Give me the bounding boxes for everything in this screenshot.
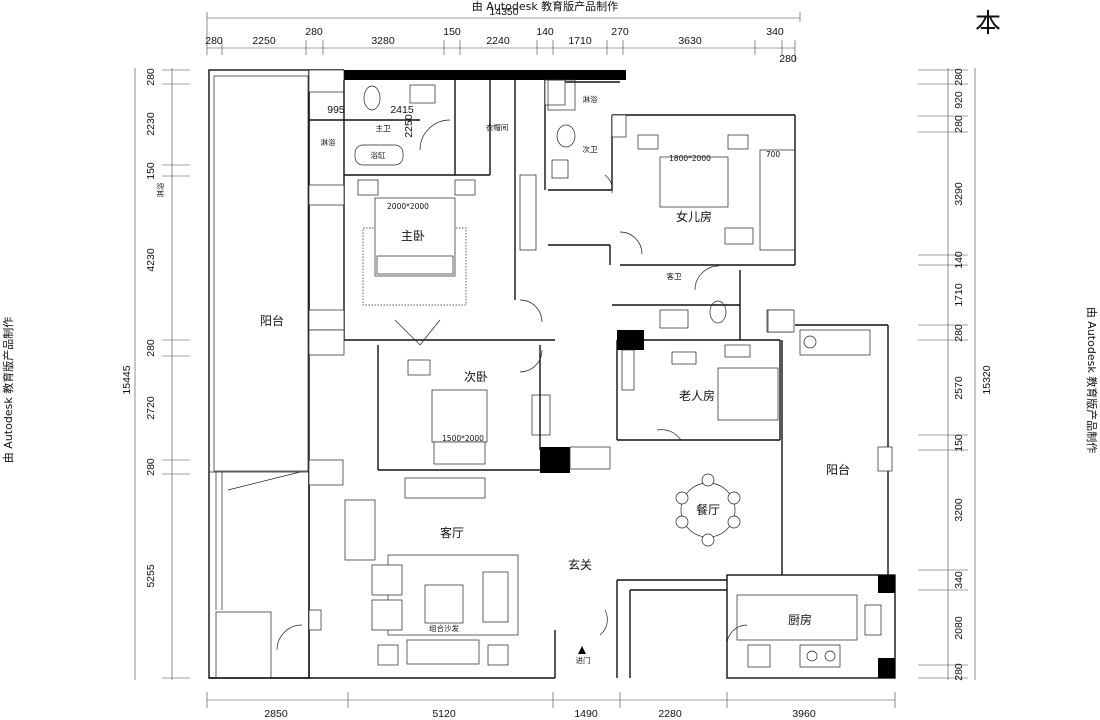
bottom-dimension-chain: 2850 5120 1490 2280 3960: [206, 692, 896, 720]
walls: [208, 69, 896, 679]
dim-top-11: 340: [766, 26, 784, 38]
dim-left-2: 2230: [145, 112, 157, 136]
label-master-bed-size: 2000*2000: [387, 202, 429, 211]
dim-inner-2250: 2250: [403, 114, 415, 138]
label-master-bed: 主卧: [401, 229, 425, 243]
dim-top-4: 3280: [371, 35, 395, 47]
label-second-bath: 次卫: [583, 144, 598, 154]
dim-bottom-3: 1490: [574, 708, 598, 720]
dim-bottom-4: 2280: [658, 708, 682, 720]
label-daughter-room: 女儿房: [676, 209, 712, 224]
top-dimension-chain: 14350 280 2250 280 3280 150 2240 140 171…: [205, 6, 801, 65]
dim-right-1: 280: [953, 68, 965, 86]
dim-bottom-2: 5120: [432, 708, 456, 720]
furniture: [344, 79, 882, 668]
label-entrance: 进门: [576, 656, 591, 665]
dim-top-8: 1710: [568, 35, 592, 47]
left-dimension-chain: 280 2230 150 淋浴 4230 280 2720 280 5255 1…: [121, 68, 190, 680]
label-balcony-right: 阳台: [826, 462, 850, 477]
label-700: 700: [766, 150, 781, 159]
dim-top-10: 3630: [678, 35, 702, 47]
dim-inner-995: 995: [327, 104, 345, 116]
dim-top-12: 280: [779, 53, 797, 65]
label-daughter-bed-size: 1800*2000: [669, 154, 711, 163]
label-second-bed-size: 1500*2000: [442, 434, 484, 443]
dim-top-5: 150: [443, 26, 461, 38]
dim-top-9: 270: [611, 26, 629, 38]
dim-top-2: 2250: [252, 35, 276, 47]
label-dining: 餐厅: [696, 502, 720, 517]
dim-left-8: 5255: [145, 564, 157, 588]
dim-left-3: 150: [145, 162, 157, 180]
dim-right-2: 920: [953, 91, 965, 109]
room-labels: 阳台 主卫 淋浴 浴缸 衣帽间 主卧 2000*2000 次卫 淋浴 女儿房 1…: [260, 94, 850, 665]
dim-right-6: 1710: [953, 283, 965, 307]
dim-left-6: 2720: [145, 396, 157, 420]
watermark-top: 由 Autodesk 教育版产品制作: [472, 0, 618, 13]
label-foyer: 玄关: [568, 557, 592, 572]
dim-top-3: 280: [305, 26, 323, 38]
dim-bottom-5: 3960: [792, 708, 816, 720]
dim-bottom-1: 2850: [264, 708, 288, 720]
label-kitchen: 厨房: [788, 612, 812, 627]
dim-right-13: 280: [953, 663, 965, 681]
label-balcony-left: 阳台: [260, 313, 284, 328]
watermark-left: 由 Autodesk 教育版产品制作: [1, 317, 15, 463]
right-dimension-chain: 280 920 280 3290 140 1710 280 2570 150 3…: [918, 68, 993, 681]
label-sofa: 组合沙发: [429, 623, 459, 633]
label-shower-1: 淋浴: [321, 137, 336, 147]
dim-right-7: 280: [953, 324, 965, 342]
dim-top-overall: 14350: [489, 6, 518, 18]
dim-right-9: 150: [953, 434, 965, 452]
dim-left-5: 280: [145, 339, 157, 357]
watermark-right: 由 Autodesk 教育版产品制作: [1085, 307, 1099, 453]
label-elder-room: 老人房: [679, 388, 715, 403]
dim-top-7: 140: [536, 26, 554, 38]
label-bathtub: 浴缸: [371, 150, 386, 160]
label-shower-2: 淋浴: [583, 94, 598, 104]
dim-right-overall: 15320: [981, 365, 993, 394]
dim-right-5: 140: [953, 251, 965, 269]
doors: [276, 119, 748, 651]
label-closet: 衣帽间: [486, 122, 509, 132]
dim-left-7: 280: [145, 458, 157, 476]
corner-glyph: 本: [975, 9, 1001, 39]
dim-left-overall: 15445: [121, 365, 133, 394]
dim-right-4: 3290: [953, 182, 965, 206]
dim-right-3: 280: [953, 115, 965, 133]
dim-right-10: 3200: [953, 498, 965, 522]
dim-right-8: 2570: [953, 376, 965, 400]
dim-left-note: 淋浴: [155, 182, 165, 197]
label-living: 客厅: [440, 525, 464, 540]
dim-right-12: 2080: [953, 616, 965, 640]
dim-top-6: 2240: [486, 35, 510, 47]
dim-top-1: 280: [205, 35, 223, 47]
dim-inner-2415: 2415: [390, 104, 414, 116]
dim-right-11: 340: [953, 571, 965, 589]
dim-left-1: 280: [145, 68, 157, 86]
label-guest-bath: 客卫: [667, 271, 682, 281]
label-master-bath: 主卫: [376, 123, 391, 133]
dim-left-4: 4230: [145, 248, 157, 272]
label-second-bed: 次卧: [464, 370, 488, 384]
